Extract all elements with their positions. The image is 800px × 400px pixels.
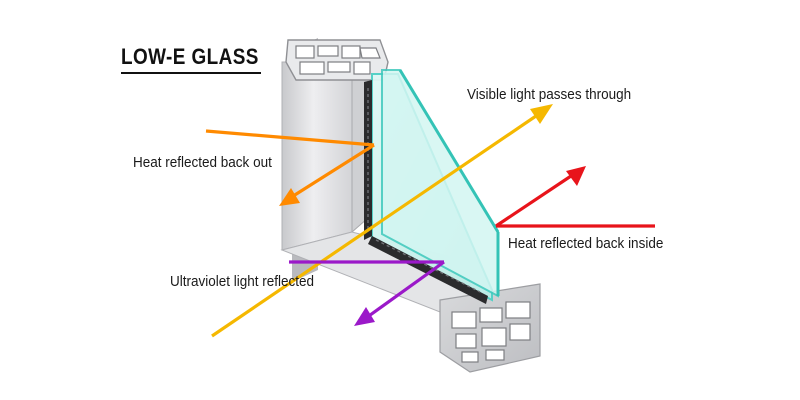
heat-out-arrow xyxy=(205,129,375,206)
diagram-title: LOW-E GLASS xyxy=(121,44,259,69)
ultraviolet-arrow xyxy=(289,260,445,326)
title-underline xyxy=(121,72,261,74)
heat-inside-label: Heat reflected back inside xyxy=(508,235,664,252)
heat-inside-arrow xyxy=(495,166,655,228)
visible-light-arrow xyxy=(211,104,553,338)
heat-out-label: Heat reflected back out xyxy=(133,154,272,171)
ultraviolet-label: Ultraviolet light reflected xyxy=(170,273,315,290)
visible-light-label: Visible light passes through xyxy=(467,86,632,103)
